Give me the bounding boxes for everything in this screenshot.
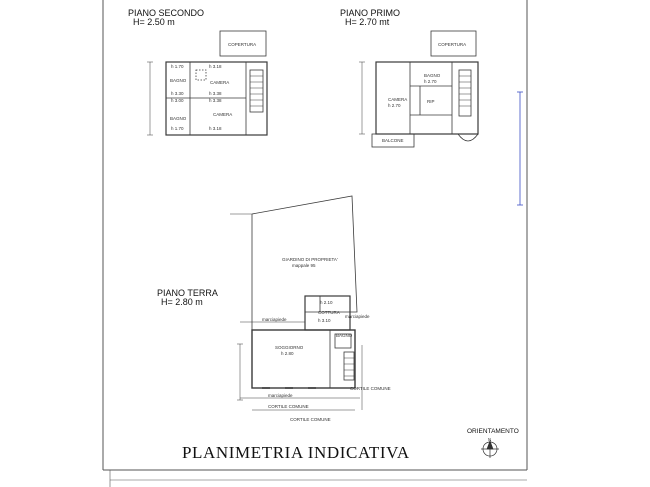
second-dim-5: h 3.00 (171, 98, 184, 103)
second-camera-1-label: CAMERA (210, 80, 230, 85)
second-dim-2: h 3.18 (209, 64, 222, 69)
cortile-bottom: CORTILE COMUNE (268, 404, 309, 409)
marciapiede-bottom: marciapiede (268, 393, 293, 398)
first-copertura-label: COPERTURA (438, 42, 467, 47)
second-dim-1: h 1.70 (171, 64, 184, 69)
first-bagno-height: h 2.70 (424, 79, 437, 84)
first-floor-name: PIANO PRIMO (340, 8, 401, 18)
second-dim-6: h 3.38 (209, 98, 222, 103)
marciapiede-top: marciapiede (262, 317, 287, 322)
first-rip-label: RIP (427, 99, 435, 104)
cottura-label: COTTURA (318, 310, 340, 315)
cottura-height: h 2.10 (320, 300, 333, 305)
second-dim-4: h 3.38 (209, 91, 222, 96)
second-dim-8: h 3.18 (209, 126, 222, 131)
cortile-right: CORTILE COMUNE (350, 386, 391, 391)
soggiorno-label: SOGGIORNO (275, 345, 304, 350)
orientation-label: ORIENTAMENTO (467, 428, 519, 435)
sheet-frame (102, 0, 528, 487)
cottura-height-2: h 3.10 (318, 318, 331, 323)
first-bagno-label: BAGNO (424, 73, 441, 78)
ground-floor-name: PIANO TERRA (157, 288, 218, 298)
ground-bagno-label: BAGNO (336, 333, 353, 338)
second-bagno-2-label: BAGNO (170, 116, 187, 121)
right-dimension-line (517, 91, 523, 206)
first-floor-height: H= 2.70 mt (345, 17, 390, 27)
garden-sublabel: mappale 95 (292, 263, 316, 268)
drawing-title: PLANIMETRIA INDICATIVA (182, 443, 410, 462)
marciapiede-right: marciapiede (345, 314, 370, 319)
second-floor-height: H= 2.50 m (133, 17, 175, 27)
ground-floor-height: H= 2.80 m (161, 297, 203, 307)
first-camera-label: CAMERA (388, 97, 408, 102)
ground-floor-plan (230, 195, 363, 411)
first-balcone-label: BALCONE (382, 138, 404, 143)
soggiorno-height: h 2.80 (281, 351, 294, 356)
north-mark: N (488, 437, 492, 442)
second-floor-name: PIANO SECONDO (128, 8, 205, 18)
compass-icon (481, 440, 499, 458)
second-camera-2-label: CAMERA (213, 112, 233, 117)
garden-label: GIARDINO DI PROPRIETA' (282, 257, 338, 262)
cortile-lower: CORTILE COMUNE (290, 417, 331, 422)
first-floor-plan (359, 30, 479, 148)
second-dim-3: h 3.30 (171, 91, 184, 96)
second-floor-plan (147, 30, 268, 136)
second-dim-7: h 1.70 (171, 126, 184, 131)
first-camera-height: h 2.70 (388, 103, 401, 108)
second-bagno-1-label: BAGNO (170, 78, 187, 83)
second-copertura-label: COPERTURA (228, 42, 257, 47)
